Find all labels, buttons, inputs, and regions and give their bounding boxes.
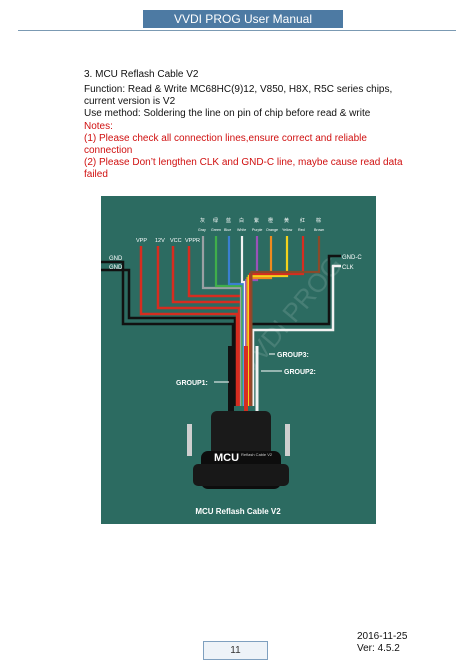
wire-en-label: Orange (266, 228, 278, 232)
wire-white (240, 236, 246, 406)
wire-vpp (139, 246, 239, 406)
note-1: (1) Please check all connection lines,en… (84, 133, 367, 144)
wire-en-label: Green (211, 228, 221, 232)
connector-sublabel: Reflash Cable V2 (241, 452, 273, 457)
wire-gnd-1 (101, 260, 235, 406)
wire-cn-label: 黄 (284, 217, 289, 224)
function-text-cont: current version is V2 (84, 96, 176, 107)
figure-caption: MCU Reflash Cable V2 (195, 507, 281, 516)
connector-label: MCU (214, 452, 239, 464)
wire-12v (156, 246, 241, 406)
note-2-cont: failed (84, 169, 108, 180)
wire-brown (250, 236, 321, 406)
wire-en-label: White (237, 228, 246, 232)
group2-label: GROUP2: (284, 369, 316, 376)
wire-yellow (247, 236, 289, 406)
wire-en-label: Gray (198, 228, 206, 232)
wire-gray (201, 236, 243, 406)
function-text: Function: Read & Write MC68HC(9)12, V850… (84, 84, 393, 95)
wire-cn-label: 棕 (316, 217, 321, 224)
wire-cn-label: 蓝 (226, 217, 231, 224)
wire-cn-label: 绿 (213, 217, 218, 224)
header-title: VVDI PROG User Manual (143, 10, 343, 28)
label-gnd-1: GND (109, 256, 123, 262)
wire-bundle (101, 236, 341, 411)
label-vpp: VPP (136, 238, 147, 244)
wire-en-label: Blue (224, 228, 231, 232)
wire-orange (246, 236, 273, 406)
db25-connector: MCU Reflash Cable V2 (187, 411, 290, 489)
label-gnd-2: GND (109, 265, 123, 271)
wire-cn-label: 白 (239, 217, 244, 224)
label-12v: 12V (155, 238, 165, 244)
label-vcc: VCC (170, 238, 182, 244)
cable-diagram: VVDI PROG 灰Gray绿Green蓝Blue白White紫Purple橙… (101, 217, 362, 516)
notes-label: Notes: (84, 121, 113, 132)
use-method-text: Use method: Soldering the line on pin of… (84, 108, 371, 119)
note-1-cont: connection (84, 145, 133, 156)
wire-green (214, 236, 244, 406)
wire-blue (227, 236, 245, 406)
wire-cn-label: 红 (300, 217, 305, 224)
wire-cn-label: 紫 (254, 218, 259, 224)
footer-version: Ver: 4.5.2 (357, 643, 400, 654)
wire-labels: 灰 Gray 绿 Green 蓝 Blue 白 White 紫 Purple 橙 Orange 黄 Yel… (198, 217, 324, 232)
wire-en-label: Red (298, 228, 305, 232)
section-title: 3. MCU Reflash Cable V2 (84, 69, 199, 80)
page-number: 11 (203, 641, 268, 660)
label-vppr: VPPR (185, 238, 200, 244)
wire-cn-label: 灰 (200, 217, 205, 224)
wire-clk (251, 264, 341, 406)
wire-en-label: Brown (314, 228, 324, 232)
footer-date: 2016-11-25 (357, 631, 408, 642)
wire-red (249, 236, 305, 406)
group3-label: GROUP3: (277, 352, 309, 359)
note-2: (2) Please Don’t lengthen CLK and GND-C … (84, 157, 403, 168)
wire-cn-label: 橙 (268, 217, 273, 224)
group1-label: GROUP1: (176, 380, 208, 387)
label-gnd-c: GND-C (342, 255, 362, 261)
wire-en-label: Yellow (282, 228, 293, 232)
wire-gnd-2 (101, 268, 237, 406)
label-clk: CLK (342, 265, 354, 271)
wire-en-label: Purple (252, 228, 262, 232)
